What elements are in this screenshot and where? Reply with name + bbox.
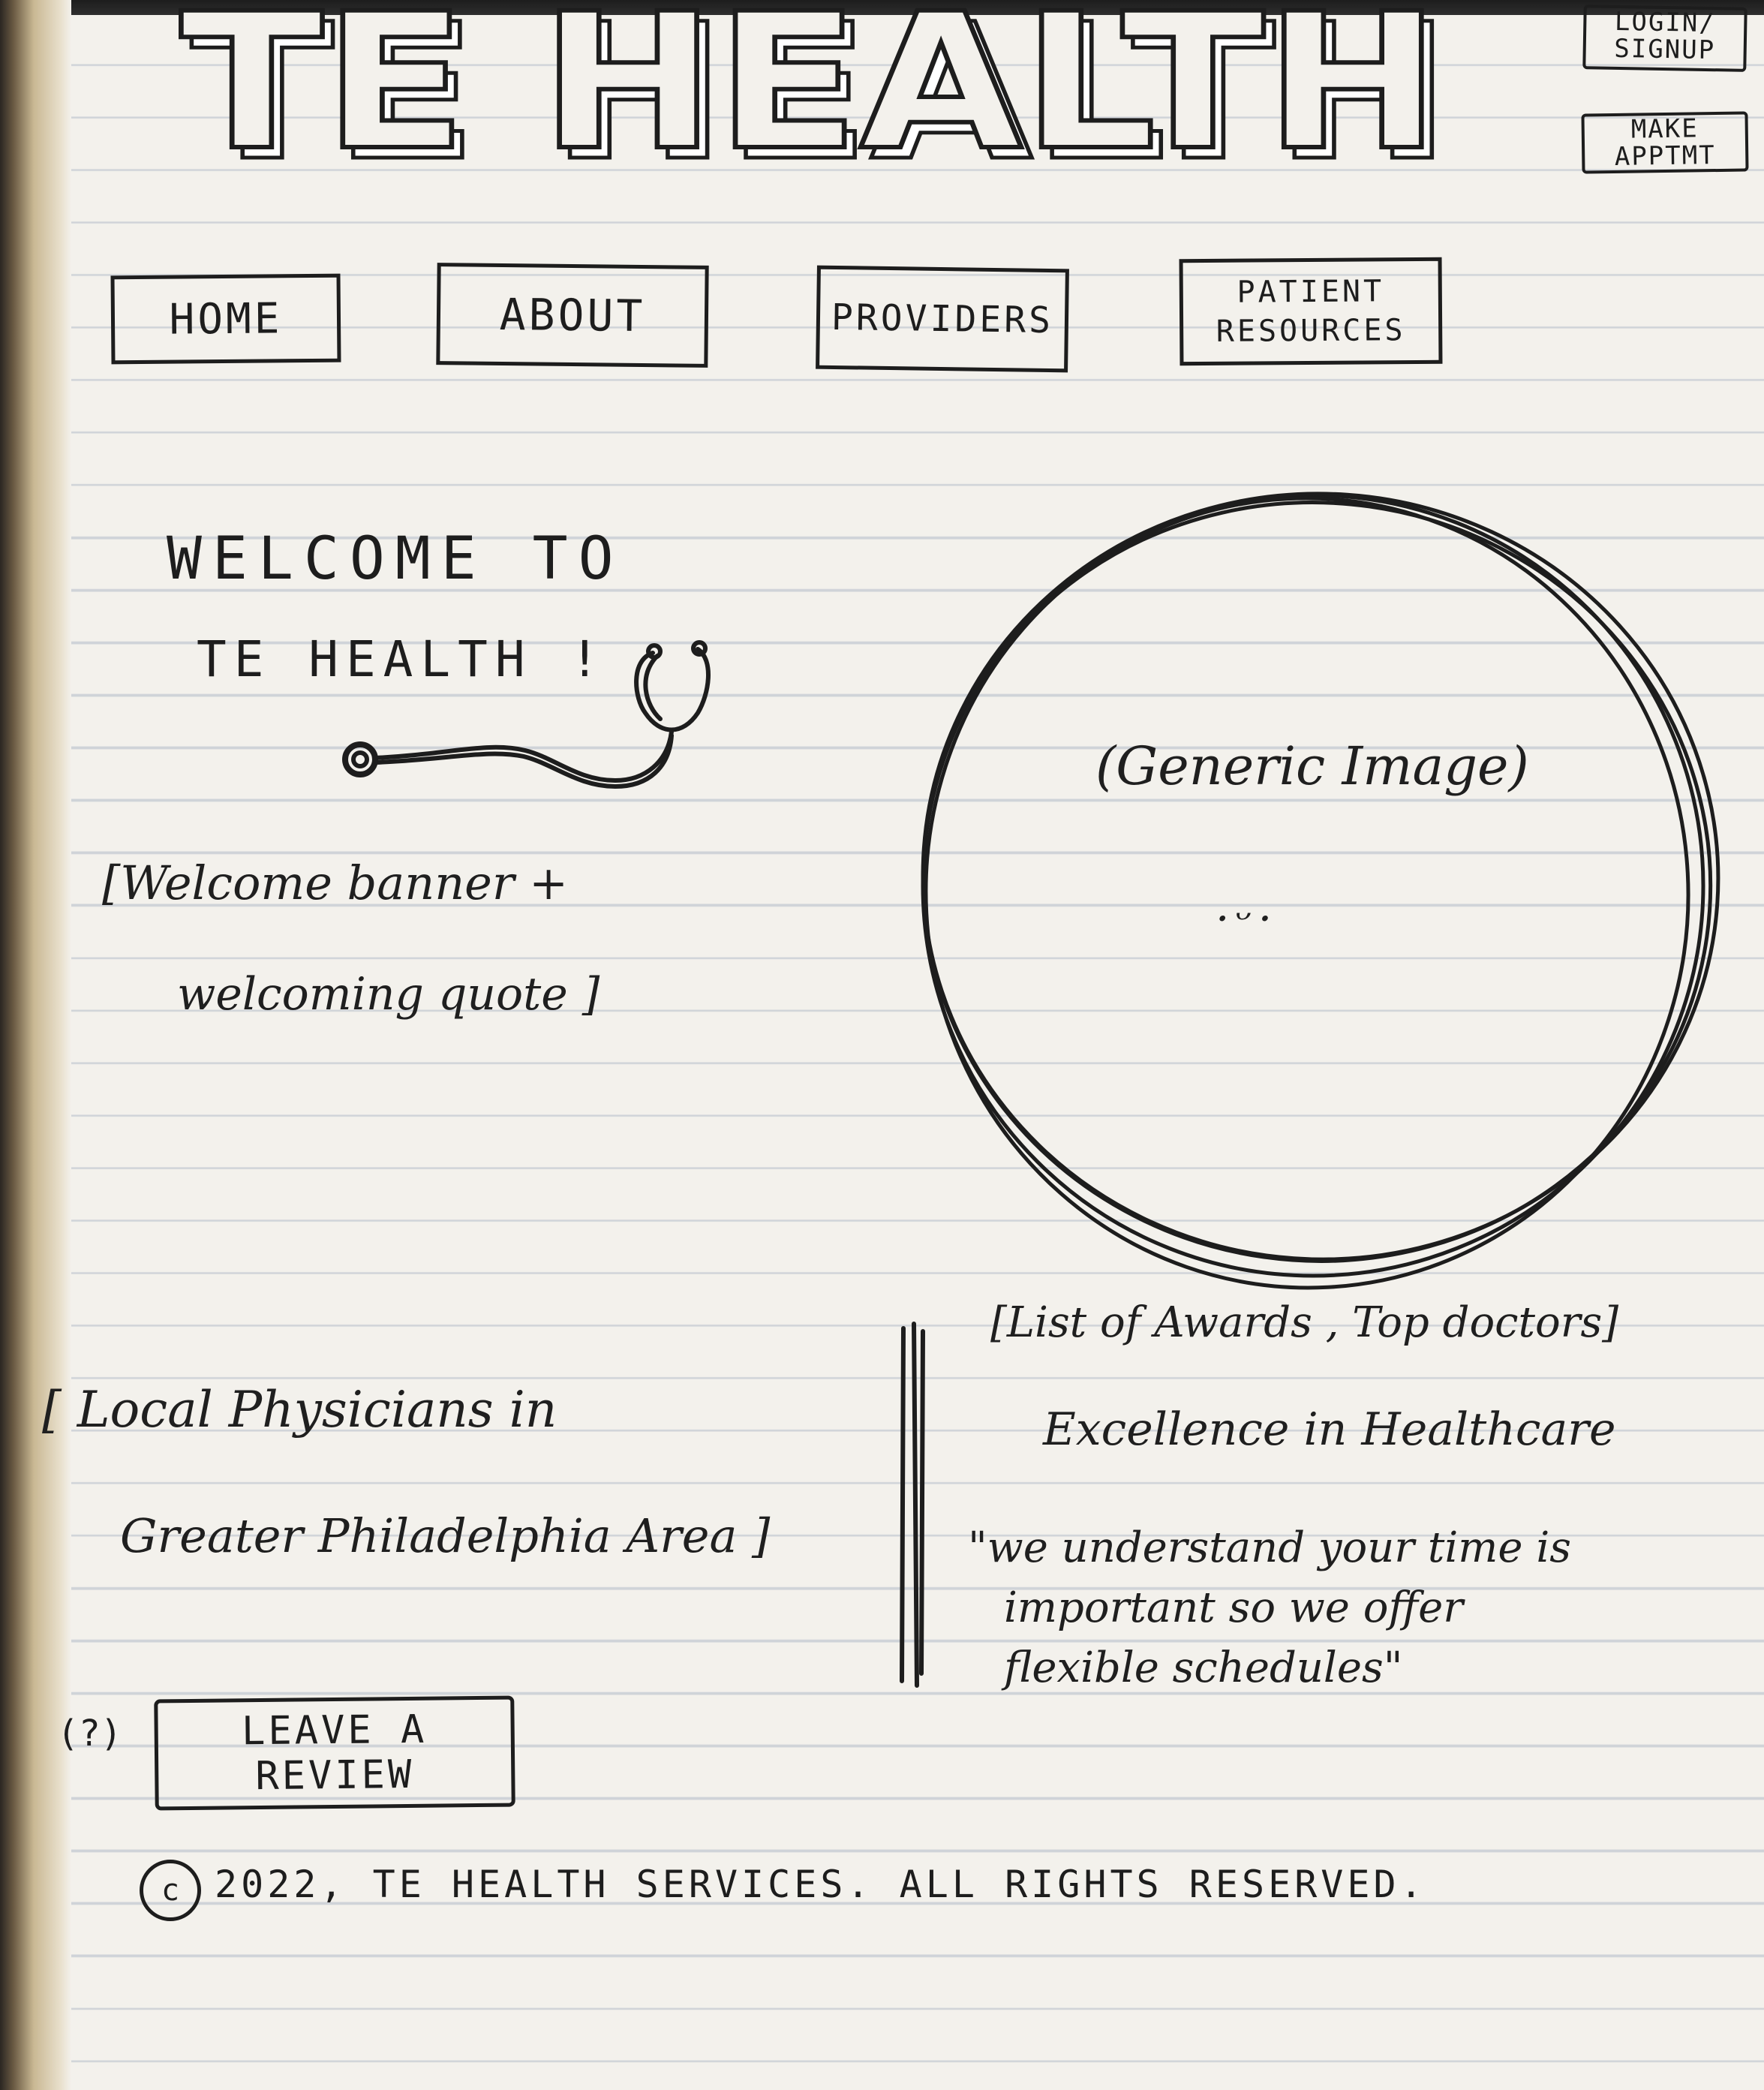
copyright-icon: c xyxy=(140,1860,201,1921)
welcome-banner-note: [Welcome banner + xyxy=(102,856,569,910)
welcome-title-line1: WELCOME TO xyxy=(167,525,624,593)
welcome-title-line2: TE HEALTH ! xyxy=(197,630,608,688)
column-divider xyxy=(900,1322,925,1688)
leave-review-button[interactable]: LEAVE A REVIEW xyxy=(154,1695,515,1811)
site-logo[interactable]: TE HEALTH TE HEALTH xyxy=(173,0,1463,204)
login-signup-button[interactable]: LOGIN/ SIGNUP xyxy=(1582,5,1747,72)
quote-line1: "we understand your time is xyxy=(968,1523,1571,1572)
footer-copyright: 2022, TE HEALTH SERVICES. ALL RIGHTS RES… xyxy=(215,1863,1426,1906)
awards-subtitle: Excellence in Healthcare xyxy=(1043,1403,1616,1456)
physicians-note-line2: Greater Philadelphia Area ] xyxy=(120,1508,771,1563)
awards-note: [List of Awards , Top doctors] xyxy=(990,1298,1619,1347)
welcome-quote-note: welcoming quote ] xyxy=(177,968,600,1021)
smiley-face: ·ᵕ· xyxy=(1216,893,1279,944)
optional-marker: (?) xyxy=(57,1713,122,1755)
nav-patient-resources[interactable]: PATIENT RESOURCES xyxy=(1179,257,1443,366)
quote-line3: flexible schedules" xyxy=(1004,1643,1403,1692)
nav-about[interactable]: ABOUT xyxy=(436,263,709,368)
notebook-binding xyxy=(0,0,71,2090)
make-appointment-button[interactable]: MAKE APPTMT xyxy=(1581,111,1749,174)
nav-providers[interactable]: PROVIDERS xyxy=(816,265,1069,373)
hero-image-label: (Generic Image) xyxy=(1095,735,1529,797)
svg-text:TE HEALTH: TE HEALTH xyxy=(191,8,1451,180)
quote-line2: important so we offer xyxy=(1004,1583,1464,1632)
hero-image-placeholder xyxy=(921,492,1720,1290)
physicians-note-line1: [ Local Physicians in xyxy=(42,1381,557,1439)
logo-text: TE HEALTH xyxy=(180,8,1441,180)
notebook-top-edge xyxy=(0,0,1764,15)
stethoscope-icon xyxy=(342,640,711,789)
nav-home[interactable]: HOME xyxy=(110,273,341,365)
